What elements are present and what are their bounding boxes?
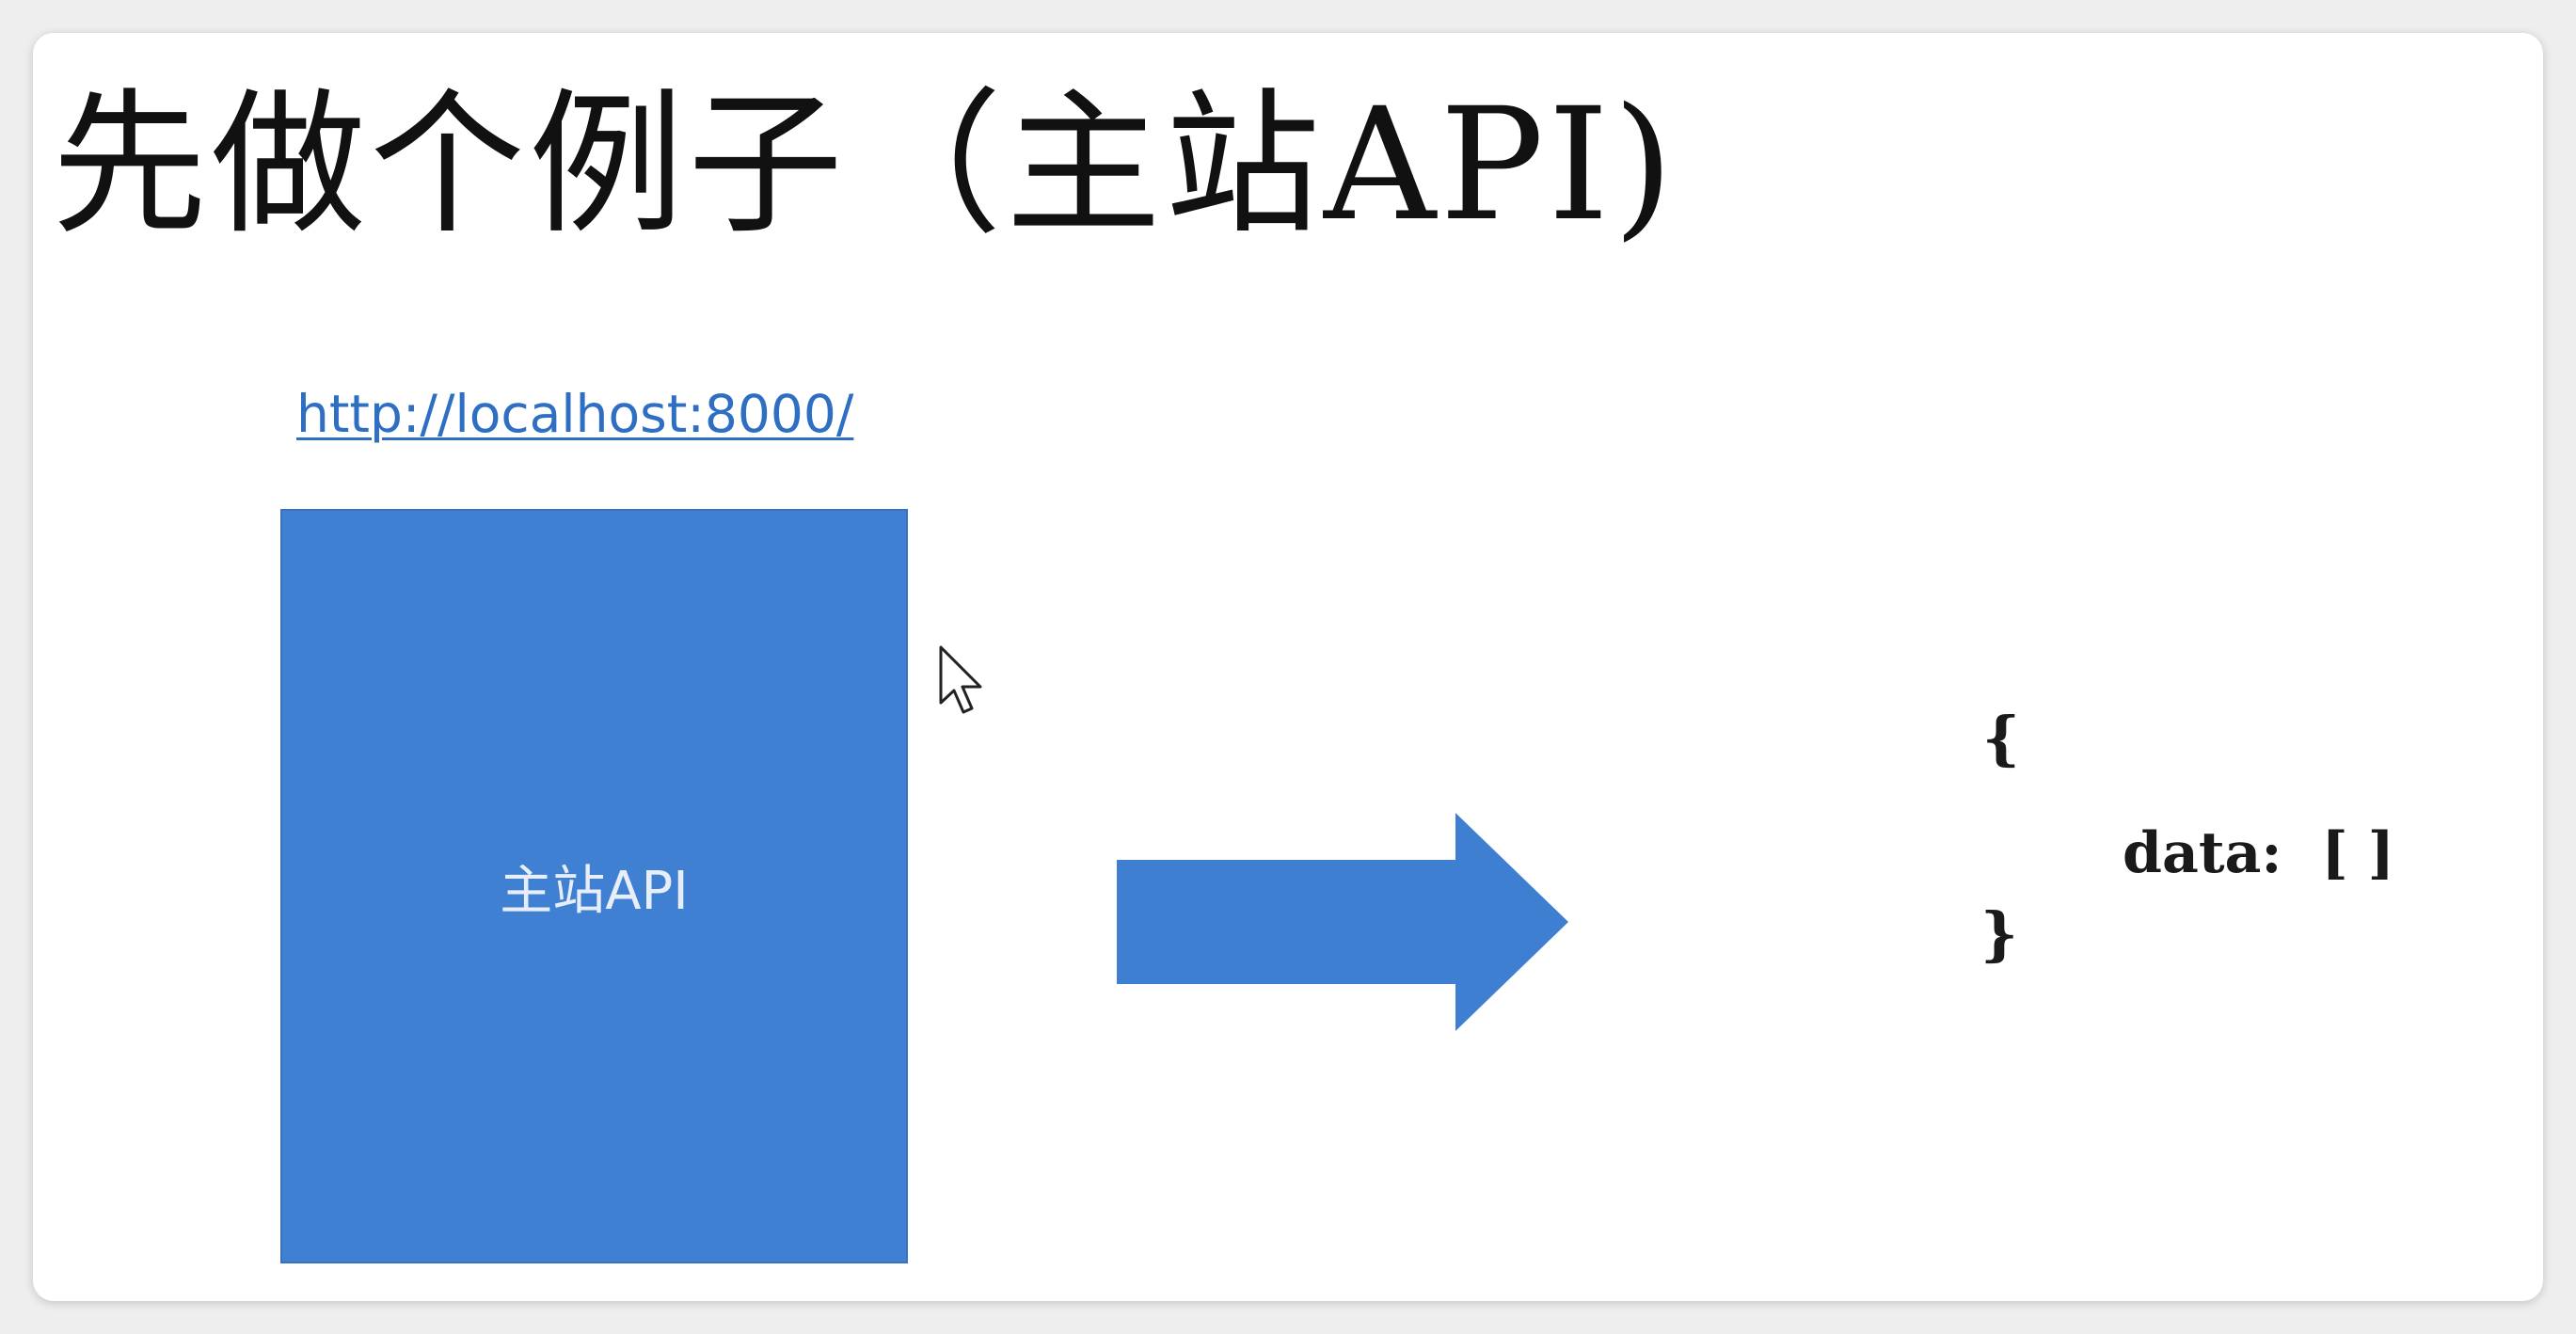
json-open-brace: { bbox=[1982, 704, 2020, 772]
api-box-label: 主站API bbox=[500, 860, 689, 922]
localhost-url-link[interactable]: http://localhost:8000/ bbox=[296, 384, 854, 444]
main-site-api-box: 主站API bbox=[280, 509, 908, 1263]
mouse-pointer-icon bbox=[939, 645, 982, 714]
json-close-brace: } bbox=[1980, 899, 2018, 968]
slide-title: 先做个例子（主站API) bbox=[52, 74, 1678, 255]
slide: 先做个例子（主站API) http://localhost:8000/ 主站AP… bbox=[33, 33, 2543, 1301]
right-arrow-icon bbox=[1117, 813, 1568, 1031]
json-data-line: data: [ ] bbox=[2123, 820, 2395, 886]
